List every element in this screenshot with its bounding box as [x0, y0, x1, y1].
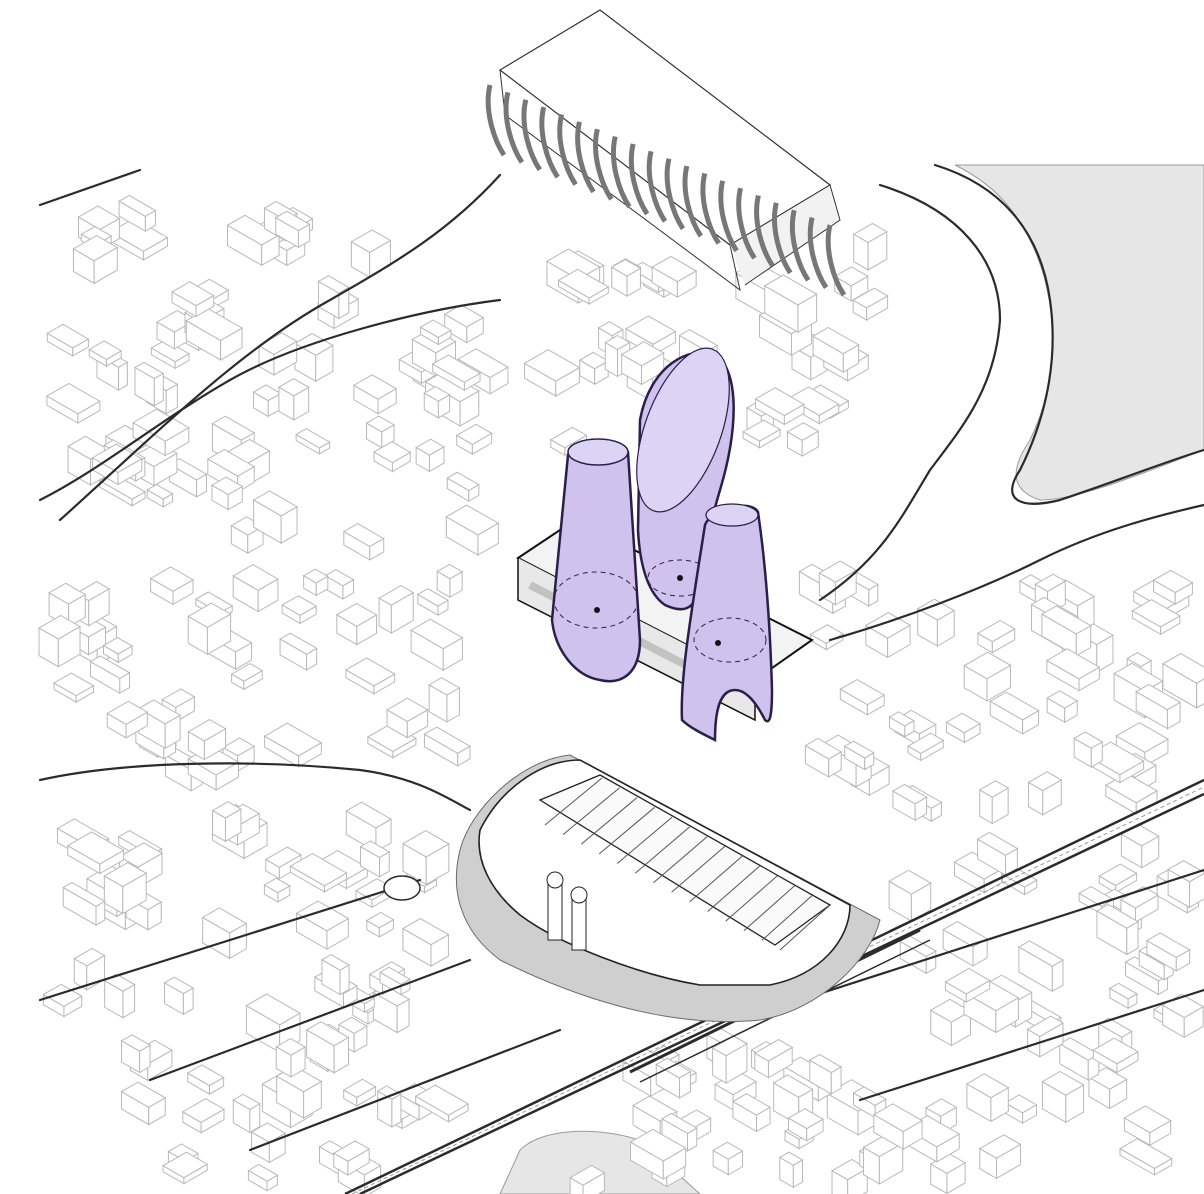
building: [296, 429, 329, 454]
building: [91, 656, 130, 693]
building: [1042, 1071, 1083, 1122]
building: [840, 680, 884, 715]
building: [1074, 732, 1102, 767]
building: [344, 524, 384, 560]
building: [282, 596, 316, 624]
building: [188, 1065, 224, 1094]
building: [780, 1152, 803, 1187]
building: [990, 692, 1038, 734]
building: [424, 727, 470, 766]
building: [203, 908, 247, 958]
building: [978, 620, 1015, 652]
building: [325, 570, 353, 599]
city-blocks: [39, 195, 1204, 1194]
building: [165, 977, 194, 1014]
tower-volume-left: [552, 443, 640, 682]
building: [122, 1082, 166, 1124]
building: [733, 1094, 770, 1132]
river-area-east: [955, 165, 1204, 500]
building: [105, 974, 135, 1018]
building: [248, 1164, 277, 1190]
building: [525, 350, 580, 396]
building: [980, 781, 1008, 824]
roundabout: [384, 876, 420, 900]
building: [900, 936, 936, 973]
building: [147, 485, 172, 507]
building: [854, 223, 887, 269]
building: [265, 723, 322, 767]
building: [253, 385, 280, 416]
building: [1110, 983, 1137, 1008]
stadium-tower-left: [548, 880, 562, 940]
building: [411, 619, 462, 670]
building: [1047, 691, 1077, 722]
building: [122, 1035, 150, 1073]
building: [1099, 864, 1136, 893]
tower-volumes: [552, 336, 772, 740]
train-shed: [488, 10, 844, 295]
building: [1120, 1139, 1172, 1175]
building: [297, 901, 349, 949]
building: [344, 1079, 376, 1106]
building: [47, 324, 88, 356]
building: [1029, 772, 1062, 815]
building: [980, 1135, 1021, 1179]
building: [233, 565, 278, 612]
building: [295, 334, 333, 382]
building: [276, 1039, 305, 1077]
building: [346, 658, 395, 694]
building: [354, 375, 396, 414]
road-to-stadium: [40, 763, 470, 810]
building: [264, 878, 289, 902]
building: [918, 599, 954, 646]
building: [580, 352, 608, 384]
building: [437, 564, 462, 597]
building: [946, 713, 980, 742]
building: [183, 1099, 224, 1133]
train-shed-arch: [542, 107, 558, 177]
building: [967, 1074, 1008, 1122]
building: [151, 567, 193, 604]
building: [656, 1058, 690, 1098]
building: [446, 505, 498, 555]
building: [135, 362, 163, 405]
building: [47, 383, 100, 423]
building: [280, 633, 317, 670]
stadium: [456, 755, 880, 1022]
building: [304, 569, 328, 595]
building: [893, 784, 927, 820]
building: [416, 439, 444, 471]
building: [943, 922, 987, 966]
building: [1124, 1106, 1170, 1145]
road-south-2: [150, 960, 470, 1080]
building: [54, 673, 94, 702]
building: [379, 586, 413, 633]
building: [1019, 941, 1063, 991]
building: [259, 333, 297, 375]
building: [233, 1094, 259, 1132]
building: [447, 472, 479, 501]
road-riverside-inner: [820, 185, 1000, 600]
building: [279, 379, 309, 420]
building: [713, 1142, 742, 1175]
building: [429, 678, 459, 722]
building: [457, 424, 492, 454]
train-shed-arch: [488, 85, 504, 155]
building: [1005, 1095, 1036, 1123]
building: [367, 912, 394, 936]
building: [787, 423, 818, 456]
building: [351, 230, 390, 277]
building: [213, 802, 241, 842]
building: [819, 561, 856, 605]
train-shed-arch: [506, 92, 522, 162]
building: [337, 603, 377, 644]
building: [866, 613, 910, 658]
building: [39, 615, 80, 666]
building: [403, 919, 449, 967]
